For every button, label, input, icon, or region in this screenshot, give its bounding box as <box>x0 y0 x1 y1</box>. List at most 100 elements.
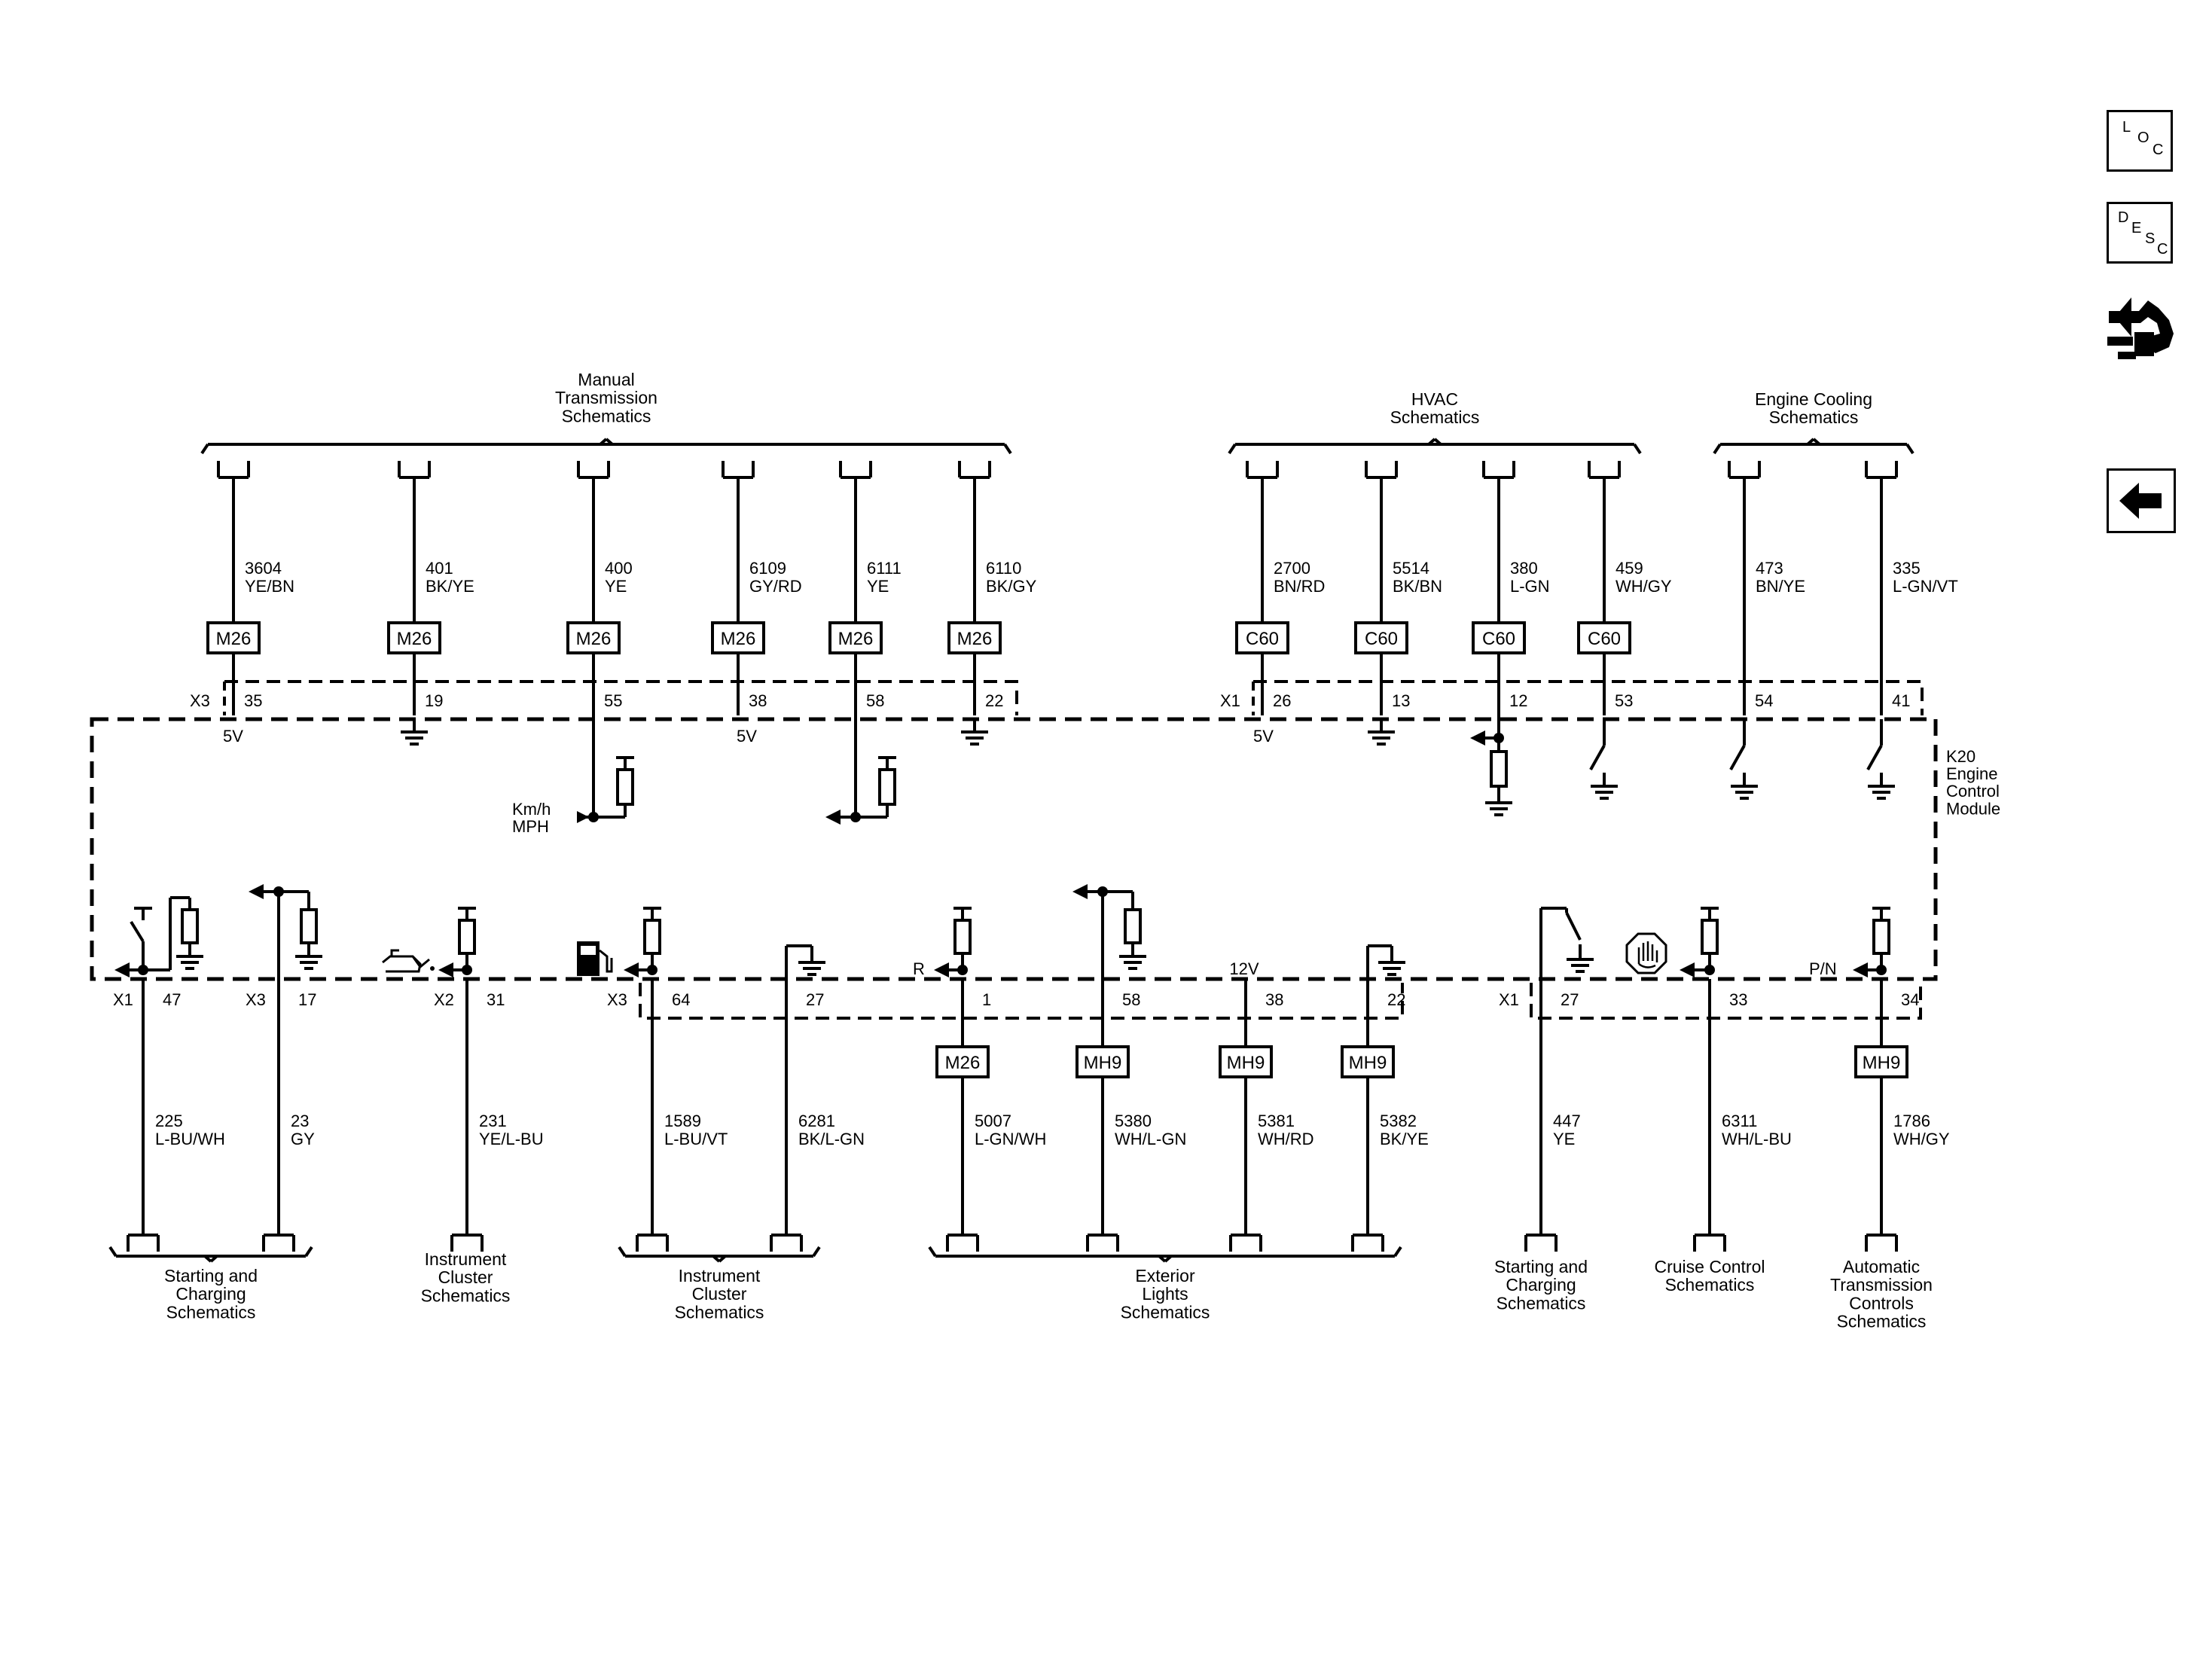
wire-color: BN/RD <box>1274 577 1325 596</box>
wire-color: BK/YE <box>1380 1130 1429 1148</box>
pin-number: 17 <box>298 990 316 1009</box>
circuit-number: 5382 <box>1380 1112 1417 1130</box>
connector-id: M26 <box>721 629 756 649</box>
connector-id: M26 <box>397 629 432 649</box>
pin-number: 38 <box>1265 990 1283 1009</box>
pin-number: 54 <box>1755 691 1773 710</box>
static-drawing <box>90 438 1938 1263</box>
loc-letter-c: C <box>2153 142 2164 158</box>
circuit-number: 380 <box>1510 559 1538 578</box>
connector-x3-b: X3 <box>607 990 627 1009</box>
circuit-number: 5007 <box>975 1112 1011 1130</box>
desc-letter-s: S <box>2145 230 2156 247</box>
wire-color: L-GN <box>1510 577 1550 596</box>
wire-color: WH/GY <box>1616 577 1672 596</box>
oil-can-icon <box>382 949 435 973</box>
connector-x1-b: X1 <box>1499 990 1519 1009</box>
back-button[interactable] <box>2107 468 2176 533</box>
wire-color: YE <box>1553 1130 1575 1148</box>
connector-x1-a: X1 <box>113 990 133 1009</box>
connector-id: MH9 <box>1863 1053 1901 1073</box>
circuit-number: 473 <box>1756 559 1783 578</box>
circuit-number: 23 <box>291 1112 309 1130</box>
pin-number: 26 <box>1273 691 1291 710</box>
x3-bottom-connector <box>639 983 1404 1020</box>
pin-number: 1 <box>982 990 991 1009</box>
pin-number: 22 <box>985 691 1003 710</box>
wire-color: L-BU/WH <box>155 1130 225 1148</box>
circuit-number: 231 <box>479 1112 507 1130</box>
pin-number: 27 <box>1561 990 1579 1009</box>
loc-letter-l: L <box>2122 119 2131 136</box>
wire-color: GY/RD <box>749 577 802 596</box>
circuit-number: 400 <box>605 559 633 578</box>
circuit-number: 5514 <box>1393 559 1429 578</box>
pin-number: 33 <box>1729 990 1747 1009</box>
x1-bottom-connector <box>1530 983 1922 1020</box>
pin-number: 41 <box>1892 691 1910 710</box>
pin-number: 47 <box>163 990 181 1009</box>
description-button[interactable]: D E S C <box>2107 202 2173 264</box>
connector-id: MH9 <box>1349 1053 1387 1073</box>
hand-stop-icon <box>1625 932 1667 974</box>
pin-number: 12 <box>1509 691 1527 710</box>
connector-x3-top: X3 <box>190 691 210 710</box>
pin-number: 31 <box>487 990 505 1009</box>
pin-number: 19 <box>425 691 443 710</box>
supply-5v-b: 5V <box>737 727 757 746</box>
connector-icon[interactable] <box>2101 290 2181 365</box>
circuit-number: 335 <box>1893 559 1921 578</box>
wire-color: L-GN/VT <box>1893 577 1958 596</box>
circuit-number: 5380 <box>1115 1112 1152 1130</box>
circuit-number: 2700 <box>1274 559 1310 578</box>
loc-letter-o: O <box>2137 130 2149 146</box>
connector-id: M26 <box>576 629 612 649</box>
wire-color: YE <box>605 577 627 596</box>
connector-x2: X2 <box>434 990 454 1009</box>
supply-5v-a: 5V <box>223 727 243 746</box>
location-button[interactable]: L O C <box>2107 110 2173 172</box>
connector-x1-top: X1 <box>1220 691 1240 710</box>
circuit-number: 6110 <box>986 559 1021 578</box>
wire-color: GY <box>291 1130 315 1148</box>
circuit-number: 5381 <box>1258 1112 1295 1130</box>
back-arrow-icon <box>2119 483 2162 519</box>
wire-color: WH/L-BU <box>1722 1130 1792 1148</box>
pin-number: 64 <box>672 990 690 1009</box>
module-outline <box>90 717 1938 981</box>
desc-letter-d: D <box>2118 209 2129 226</box>
connector-x3-a: X3 <box>246 990 266 1009</box>
wire-color: BN/YE <box>1756 577 1805 596</box>
connector-id: M26 <box>957 629 993 649</box>
circuit-number: 401 <box>426 559 453 578</box>
pin-number: 27 <box>806 990 824 1009</box>
circuit-number: 6111 <box>867 559 902 578</box>
x1-top-connector <box>1253 680 1924 715</box>
circuit-number: 6109 <box>749 559 786 578</box>
wire-color: BK/GY <box>986 577 1037 596</box>
connector-id: C60 <box>1588 629 1621 649</box>
wire-color: L-GN/WH <box>975 1130 1046 1148</box>
pin-number: 34 <box>1901 990 1919 1009</box>
wire-color: WH/L-GN <box>1115 1130 1186 1148</box>
wire-color: BK/YE <box>426 577 474 596</box>
circuit-number: 447 <box>1553 1112 1581 1130</box>
supply-12v: 12V <box>1229 959 1259 978</box>
pin-number: 55 <box>604 691 622 710</box>
fuel-pump-icon <box>577 941 613 976</box>
connector-id: MH9 <box>1084 1053 1122 1073</box>
wire-color: WH/GY <box>1893 1130 1950 1148</box>
connector-id: C60 <box>1482 629 1515 649</box>
pin-number: 22 <box>1387 990 1405 1009</box>
pin-number: 58 <box>866 691 884 710</box>
